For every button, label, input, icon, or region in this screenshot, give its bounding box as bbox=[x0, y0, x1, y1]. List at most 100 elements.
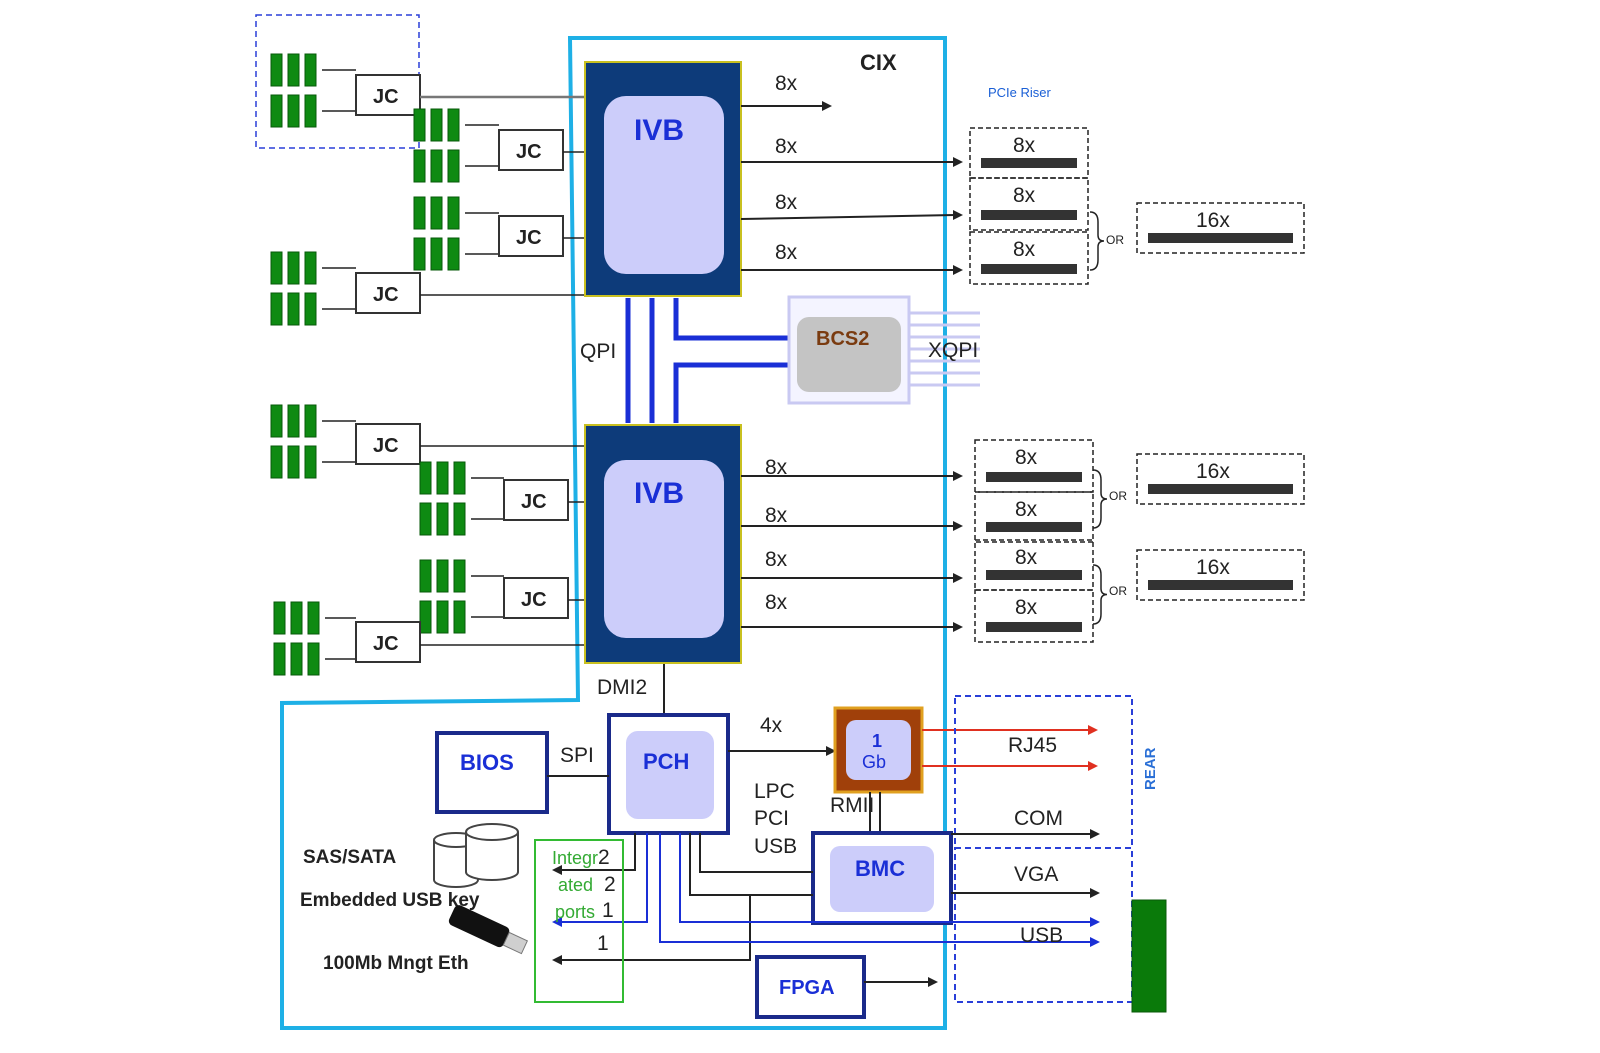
jc-buffer bbox=[355, 621, 421, 663]
dimm-module bbox=[304, 251, 317, 285]
mngt-eth-label: 100Mb Mngt Eth bbox=[323, 953, 469, 974]
dimm-module bbox=[430, 149, 443, 183]
dimm-module bbox=[287, 445, 300, 479]
dimm-module bbox=[287, 292, 300, 326]
jc-label: JC bbox=[521, 589, 547, 611]
or-label: OR bbox=[1106, 233, 1124, 247]
lane-arrowhead bbox=[953, 573, 963, 583]
dimm-module bbox=[290, 601, 303, 635]
bmc-die bbox=[830, 846, 934, 912]
dimm-module bbox=[413, 237, 426, 271]
pch-nic-lane-label: 4x bbox=[760, 714, 783, 737]
slot-width-label: 8x bbox=[1013, 184, 1036, 207]
rj45-label: RJ45 bbox=[1008, 734, 1057, 757]
dimm-module bbox=[307, 601, 320, 635]
brace-line bbox=[1092, 564, 1108, 625]
cpu-lane: 8x bbox=[741, 548, 963, 583]
jc-label: JC bbox=[373, 633, 399, 655]
dimm-module bbox=[270, 445, 283, 479]
dimm-module bbox=[307, 642, 320, 676]
pcie-slot: 8x bbox=[969, 127, 1089, 179]
brace-line bbox=[1089, 211, 1105, 271]
lane-width-label: 8x bbox=[765, 504, 788, 527]
lane-line bbox=[740, 214, 956, 220]
integrated-ports-line3: ports bbox=[555, 902, 595, 922]
pch-nic-arrowhead bbox=[826, 746, 836, 756]
cpu-lane: 8x bbox=[741, 241, 963, 275]
dimm-module bbox=[287, 94, 300, 128]
slot-outline bbox=[1136, 549, 1305, 601]
jc-label: JC bbox=[516, 227, 542, 249]
jc-buffer bbox=[498, 129, 564, 171]
com-arrowhead bbox=[1090, 829, 1100, 839]
pcie-slot: 16x bbox=[1136, 202, 1305, 254]
usb-key-icon bbox=[448, 905, 529, 955]
memory-group: JC bbox=[413, 196, 585, 271]
cix-label: CIX bbox=[860, 50, 897, 75]
port-count-2b: 2 bbox=[604, 873, 616, 896]
slot-width-label: 8x bbox=[1015, 498, 1038, 521]
vga-arrowhead bbox=[1090, 888, 1100, 898]
lane-arrowhead bbox=[953, 265, 963, 275]
dimm-module bbox=[304, 94, 317, 128]
embedded-usb-label: Embedded USB key bbox=[300, 890, 480, 911]
dimm-module bbox=[270, 94, 283, 128]
dimm-module bbox=[273, 601, 286, 635]
pcie-slot: 8x bbox=[969, 231, 1089, 285]
or-brace: OR bbox=[1092, 469, 1127, 529]
ivb-bottom-label: IVB bbox=[634, 477, 684, 510]
pcie-slot: 16x bbox=[1136, 549, 1305, 601]
dimm-group-dashed-box bbox=[255, 14, 420, 149]
jc-label: JC bbox=[373, 284, 399, 306]
nic-label-1: 1 bbox=[872, 731, 882, 751]
dimm-module bbox=[304, 53, 317, 87]
rj45-links bbox=[922, 725, 1098, 771]
slot-width-label: 8x bbox=[1015, 446, 1038, 469]
pch-lower-arrowheads bbox=[552, 865, 1100, 965]
bios-box bbox=[435, 731, 549, 814]
dimm-module bbox=[436, 559, 449, 593]
dimm-module bbox=[413, 196, 426, 230]
cpu-lane: 8x bbox=[741, 504, 963, 531]
xqpi-label: XQPI bbox=[928, 339, 978, 362]
lane-arrowhead bbox=[953, 471, 963, 481]
memory-group: JC bbox=[419, 461, 585, 536]
dimm-module bbox=[419, 600, 432, 634]
pci-label: PCI bbox=[754, 807, 789, 830]
usb-rear-label: USB bbox=[1020, 924, 1063, 947]
bmc-label: BMC bbox=[855, 856, 905, 881]
pcie-slot: 16x bbox=[1136, 453, 1305, 505]
memory-group: JC bbox=[273, 601, 585, 676]
dimm-module bbox=[270, 404, 283, 438]
dimm-module bbox=[413, 108, 426, 142]
slot-outline bbox=[1136, 453, 1305, 505]
dimm-module bbox=[270, 53, 283, 87]
bios-label: BIOS bbox=[460, 750, 514, 775]
slot-width-label: 16x bbox=[1196, 209, 1230, 232]
slot-width-label: 8x bbox=[1013, 238, 1036, 261]
jc-buffer bbox=[355, 423, 421, 465]
dimm-module bbox=[447, 149, 460, 183]
cpu-lane: 8x bbox=[741, 135, 963, 167]
dimm-module bbox=[436, 502, 449, 536]
slot-outline bbox=[974, 491, 1094, 543]
memory-group: JC bbox=[419, 559, 585, 634]
pcie-slot: 8x bbox=[974, 589, 1094, 643]
slot-connector bbox=[981, 210, 1077, 220]
cpu-lane: 8x bbox=[741, 456, 963, 481]
bcs2-label: BCS2 bbox=[816, 328, 869, 350]
memory-group: JC bbox=[270, 251, 585, 326]
slot-width-label: 8x bbox=[1013, 134, 1036, 157]
dimm-module bbox=[436, 461, 449, 495]
integrated-ports-line2: ated bbox=[558, 875, 593, 895]
slot-connector bbox=[986, 522, 1082, 532]
jc-buffer bbox=[355, 272, 421, 314]
dimm-module bbox=[304, 404, 317, 438]
usb-mid-label: USB bbox=[754, 835, 797, 858]
dimm-module bbox=[430, 196, 443, 230]
vga-label: VGA bbox=[1014, 863, 1058, 886]
cix-boundary bbox=[280, 36, 947, 1030]
